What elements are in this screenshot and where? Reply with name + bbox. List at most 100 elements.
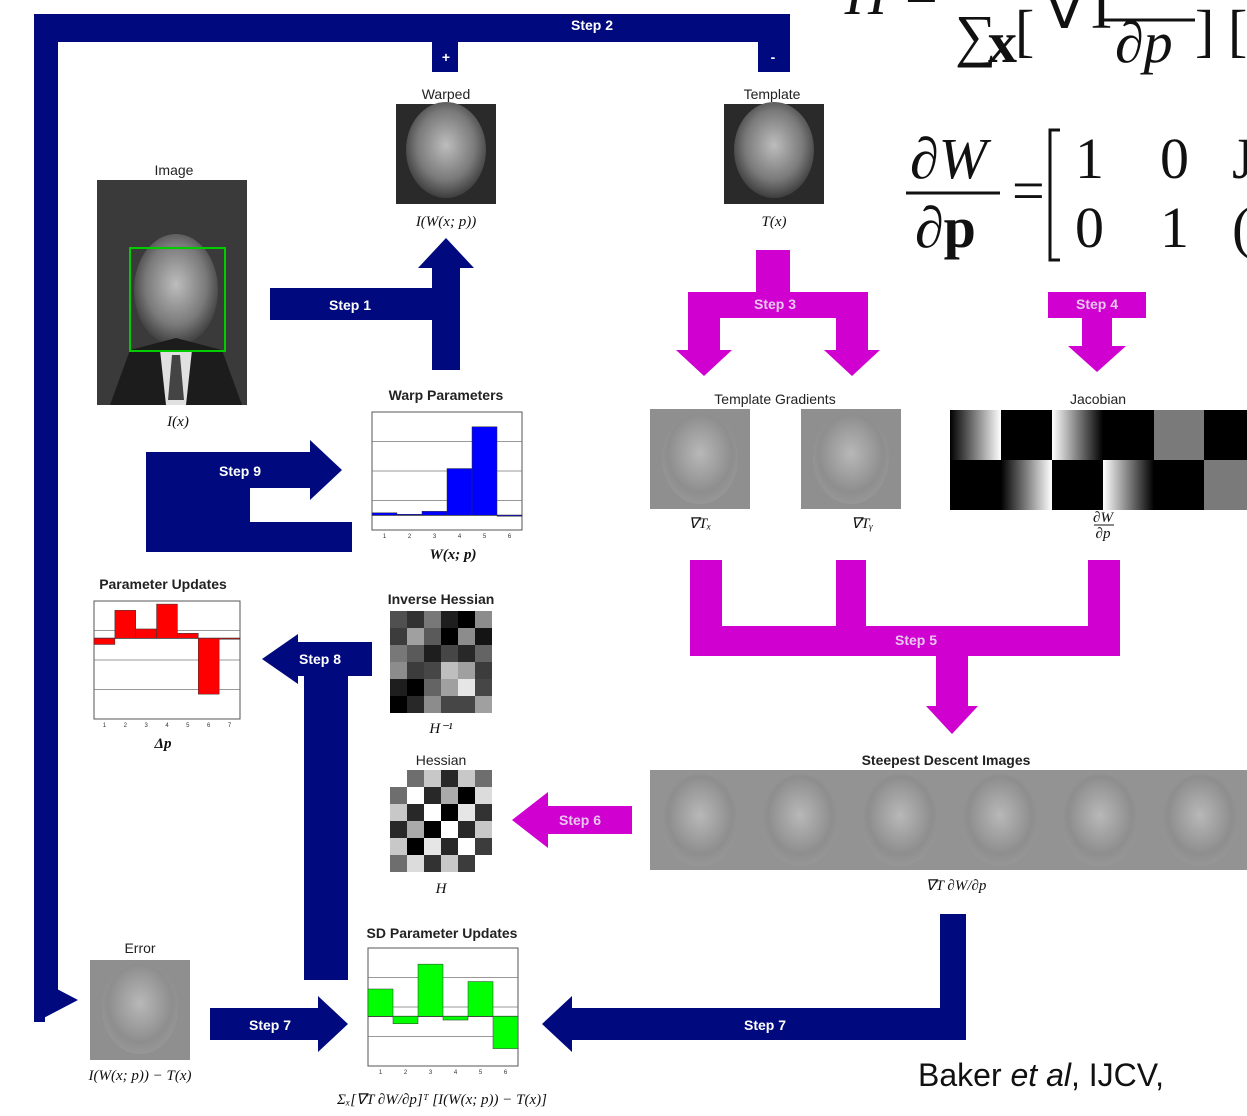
warp-params-title: Warp Parameters [389,387,504,403]
matrix-cell [390,611,407,628]
chart-bar [177,633,199,639]
step1-label: Step 1 [329,297,371,313]
svg-text:[: [ [1015,0,1034,63]
chart-bar [496,515,523,517]
svg-text:x: x [988,10,1017,75]
matrix-cell [475,855,492,872]
warped-title: Warped [422,86,471,102]
svg-text:=: = [1012,158,1045,223]
matrix-cell [424,770,441,787]
matrix-cell [390,838,407,855]
chart-bar [417,963,444,1017]
matrix-cell [441,787,458,804]
matrix-cell [475,804,492,821]
matrix-cell [441,628,458,645]
matrix-cell [458,662,475,679]
chart-tick-label: 5 [483,534,487,540]
hessian-panel: Hessian H [390,752,492,897]
matrix-cell [407,787,424,804]
chart-tick-label: 1 [383,534,387,540]
matrix-cell [390,855,407,872]
template-caption: T(x) [762,214,787,230]
matrix-cell [441,662,458,679]
matrix-cell [390,787,407,804]
chart-tick-label: 4 [165,723,169,729]
matrix-cell [407,838,424,855]
steepest-descent-face [1162,774,1238,866]
chart-bar [93,638,116,645]
template-panel: Template T(x) [724,86,824,230]
svg-text:1: 1 [1075,126,1104,191]
chart-bar [392,1016,419,1025]
step8-label: Step 8 [299,651,341,667]
chart-bar [156,603,178,639]
svg-text:]: ] [1195,0,1214,63]
chart-tick-label: 3 [433,534,437,540]
chart-tick-label: 7 [228,723,232,729]
chart-bar [367,988,394,1017]
steepest-descent-face [1062,774,1138,866]
face-bounding-box [129,247,226,352]
step7-right-arrow [542,914,966,1052]
template-title: Template [744,86,801,102]
jacobian-title: Jacobian [1070,391,1126,407]
step5-arrow [690,560,1120,734]
matrix-cell [407,821,424,838]
matrix-cell [458,696,475,713]
navy-arrows [34,14,966,1052]
svg-text:∂p: ∂p [915,195,976,260]
chart-tick-label: 6 [504,1070,508,1076]
steepest-descent-panel: Steepest Descent Images ∇T ∂W/∂p [650,752,1247,894]
chart-bar [442,1016,469,1021]
steepest-descent-images [650,770,1247,870]
matrix-cell [390,821,407,838]
svg-text:0: 0 [1160,126,1189,191]
matrix-cell [407,804,424,821]
matrix-cell [475,628,492,645]
svg-text:∑: ∑ [955,3,996,68]
chart-tick-label: 2 [124,723,128,729]
matrix-cell [458,821,475,838]
jacobian-formula: ∂W ∂p = 1 0 0 1 J ( [906,126,1247,262]
chart-tick-label: 5 [479,1070,483,1076]
chart-tick-label: 1 [379,1070,383,1076]
chart-bar [135,628,157,639]
matrix-cell [475,645,492,662]
sd-updates-title: SD Parameter Updates [367,925,518,941]
matrix-cell [407,645,424,662]
error-caption: I(W(x; p)) − T(x) [88,1068,192,1084]
chart-bar [446,468,473,516]
chart-tick-label: 6 [207,723,211,729]
chart-bar [198,638,220,695]
hessian-matrix [390,770,492,872]
chart-bar [114,610,136,639]
matrix-cell [458,645,475,662]
matrix-cell [441,804,458,821]
minus-label: - [771,49,776,65]
step3-label: Step 3 [754,296,796,312]
step8-arrow [262,634,372,980]
matrix-cell [424,679,441,696]
step2-label: Step 2 [571,17,613,33]
steepest-descent-face [862,774,938,866]
sd-updates-caption: Σₓ[∇T ∂W/∂p]ᵀ [I(W(x; p)) − T(x)] [336,1092,547,1108]
matrix-cell [441,838,458,855]
matrix-cell [424,628,441,645]
matrix-cell [424,611,441,628]
chart-bar [492,1016,519,1049]
chart-tick-label: 6 [508,534,512,540]
svg-text:H: H [844,0,890,27]
matrix-cell [441,855,458,872]
matrix-cell [441,770,458,787]
matrix-cell [424,804,441,821]
chart-tick-label: 1 [103,723,107,729]
matrix-cell [475,770,492,787]
matrix-cell [407,611,424,628]
matrix-cell [475,696,492,713]
matrix-cell [407,628,424,645]
chart-bar [371,512,398,516]
matrix-cell [390,696,407,713]
chart-tick-label: 5 [186,723,190,729]
matrix-cell [424,838,441,855]
